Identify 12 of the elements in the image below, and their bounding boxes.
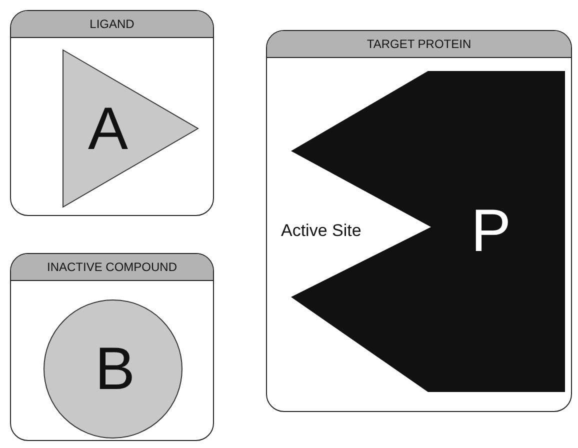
panel-heading: INACTIVE COMPOUND <box>11 254 213 281</box>
protein-panel <box>266 30 572 412</box>
letter-label: B <box>95 339 136 399</box>
triangle-shape <box>62 49 199 208</box>
ligand-panel <box>10 10 214 216</box>
panel-heading: TARGET PROTEIN <box>267 31 571 58</box>
letter-label: A <box>88 99 128 159</box>
compound-panel <box>10 253 214 441</box>
panel-heading: LIGAND <box>11 11 213 38</box>
site-label: Active Site <box>281 221 362 241</box>
letter-label: P <box>471 201 512 261</box>
circle-shape <box>43 299 183 439</box>
